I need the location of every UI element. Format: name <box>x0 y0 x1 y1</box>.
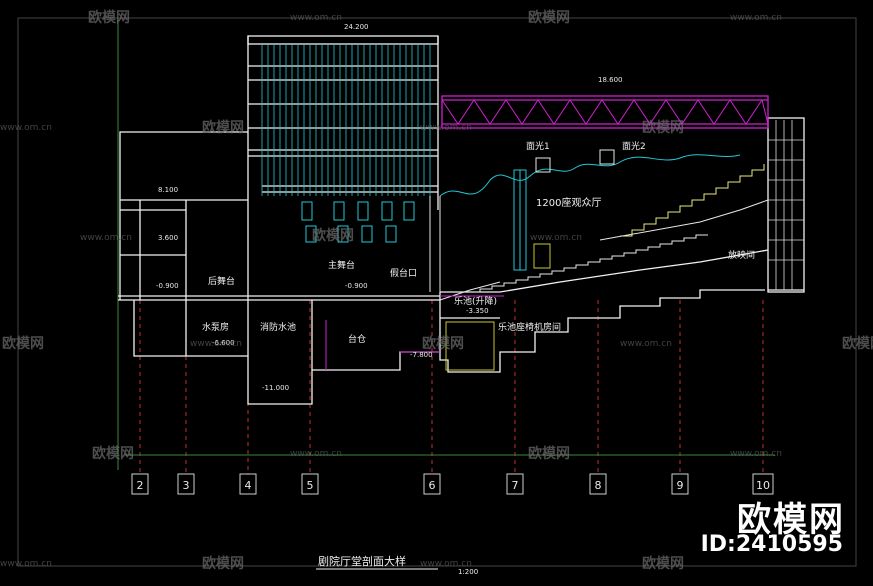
watermark-id: ID:2410595 <box>700 532 843 557</box>
brand-watermark-large: 欧模网 <box>737 500 845 540</box>
brand-watermarks: 欧模网 欧模网 欧模网 欧模网 欧模网 欧模网 欧模网 欧模网 欧模网 欧模网 … <box>2 9 873 572</box>
elevation-neg7800: -7.800 <box>410 351 433 359</box>
hall-ceiling-cyan <box>439 154 741 271</box>
watermark-url-9: www.om.cn <box>290 449 342 459</box>
room-projection: 放映间 <box>728 249 755 261</box>
watermark-url-2: www.om.cn <box>730 13 782 23</box>
watermark-brand-6: 欧模网 <box>2 335 44 352</box>
watermark-url-10: www.om.cn <box>730 449 782 459</box>
watermark-brand-7: 欧模网 <box>422 335 464 352</box>
elevation-8100: 8.100 <box>158 186 178 194</box>
watermark-url-3: www.om.cn <box>0 123 52 133</box>
watermark-brand-5: 欧模网 <box>312 227 354 244</box>
yellow-detail-blocks <box>445 243 551 371</box>
watermark-url-8: www.om.cn <box>620 339 672 349</box>
url-watermarks: www.om.cn www.om.cn www.om.cn www.om.cn … <box>0 13 782 569</box>
watermark-brand-8: 欧模网 <box>842 335 873 352</box>
balcony-underside <box>599 199 769 241</box>
room-stage-storage: 台仓 <box>348 333 366 345</box>
elevation-neg6600: -6.600 <box>212 339 235 347</box>
watermark-url-11: www.om.cn <box>0 559 52 569</box>
stage-rigging-lines <box>261 44 431 196</box>
elevation-3600: 3.600 <box>158 234 178 242</box>
watermark-brand-10: 欧模网 <box>528 445 570 462</box>
watermark-url-7: www.om.cn <box>190 339 242 349</box>
balcony-seating-steps <box>620 164 765 237</box>
axis-label-6: 6 <box>429 479 436 492</box>
room-main-stage: 主舞台 <box>328 259 355 271</box>
room-hall: 1200座观众厅 <box>536 196 601 209</box>
room-fire-pool: 消防水池 <box>260 321 296 333</box>
elevation-neg11000: -11.000 <box>262 384 289 392</box>
watermark-url-5: www.om.cn <box>80 233 132 243</box>
room-back-stage: 后舞台 <box>208 275 235 287</box>
watermark-url-12: www.om.cn <box>420 559 472 569</box>
axis-label-9: 9 <box>677 479 684 492</box>
elevation-neg3350: -3.350 <box>466 307 489 315</box>
building-structure <box>118 35 805 405</box>
elevation-neg0900-stage: -0.900 <box>345 282 368 290</box>
watermark-brand-9: 欧模网 <box>92 445 134 462</box>
stage-lifts <box>301 201 415 243</box>
elevation-neg0900-left: -0.900 <box>156 282 179 290</box>
axis-bubbles <box>131 473 774 495</box>
watermark-brand-2: 欧模网 <box>528 9 570 26</box>
room-light2: 面光2 <box>622 140 646 152</box>
room-side-stage: 假台口 <box>390 267 417 279</box>
axis-labels: 2 3 4 5 6 7 8 9 10 <box>137 479 771 492</box>
roof-truss-webs <box>441 99 769 125</box>
watermark-brand-4: 欧模网 <box>642 119 684 136</box>
stair-tower-mesh <box>768 120 804 290</box>
watermark-brand-11: 欧模网 <box>202 555 244 572</box>
axis-label-2: 2 <box>137 479 144 492</box>
drawing-title: 剧院厅堂剖面大样 <box>318 554 406 568</box>
axis-label-5: 5 <box>307 479 314 492</box>
axis-label-7: 7 <box>512 479 519 492</box>
elevation-labels: 24.200 18.600 8.100 3.600 -0.900 -0.900 … <box>156 23 623 392</box>
axis-label-4: 4 <box>245 479 252 492</box>
room-mech: 乐池座椅机房间 <box>498 321 561 333</box>
room-orchestra-pit: 乐池(升降) <box>454 295 497 307</box>
axis-label-10: 10 <box>756 479 770 492</box>
hall-interior-detail <box>429 149 615 301</box>
room-light1: 面光1 <box>526 140 550 152</box>
watermark-brand-1: 欧模网 <box>88 9 130 26</box>
elevation-top: 24.200 <box>344 23 369 31</box>
drawing-frame <box>17 17 857 567</box>
watermark-url-4: www.om.cn <box>420 123 472 133</box>
room-labels: 后舞台 主舞台 假台口 水泵房 消防水池 台仓 1200座观众厅 面光1 面光2… <box>202 140 755 345</box>
magenta-level-markers <box>325 295 504 370</box>
room-pump: 水泵房 <box>202 321 229 333</box>
watermark-url-1: www.om.cn <box>290 13 342 23</box>
watermark-brand-3: 欧模网 <box>202 119 244 136</box>
watermark-url-6: www.om.cn <box>530 233 582 243</box>
axis-label-3: 3 <box>183 479 190 492</box>
axis-label-8: 8 <box>595 479 602 492</box>
axis-grid-lines <box>139 210 764 475</box>
watermark-brand-12: 欧模网 <box>642 555 684 572</box>
drawing-scale: 1:200 <box>458 568 478 576</box>
audience-seating-steps <box>470 234 708 293</box>
elevation-truss: 18.600 <box>598 76 623 84</box>
